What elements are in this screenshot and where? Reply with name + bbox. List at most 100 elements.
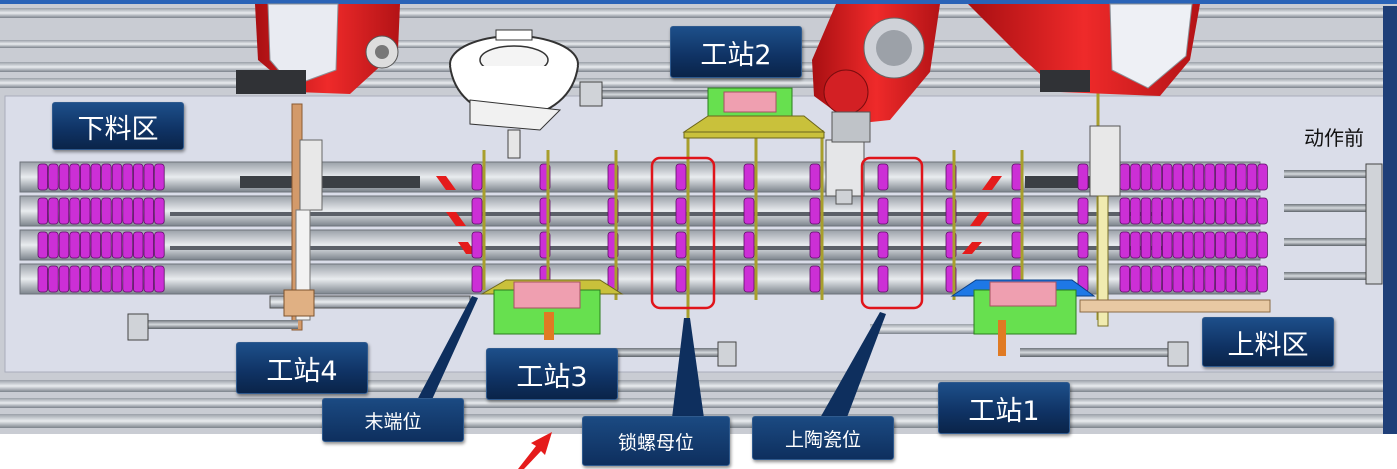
stacked-part xyxy=(1130,197,1141,225)
stacked-part xyxy=(1257,231,1268,259)
stacked-part xyxy=(132,163,144,191)
carrier-part xyxy=(877,163,889,191)
stacked-part xyxy=(48,265,59,293)
stacked-part xyxy=(1215,163,1226,191)
stacked-part xyxy=(37,265,49,293)
stacked-part xyxy=(154,163,165,191)
stacked-part xyxy=(1236,163,1247,191)
stacked-part xyxy=(90,197,102,225)
carrier-part xyxy=(877,265,889,293)
stacked-part xyxy=(37,163,49,191)
stacked-part xyxy=(132,265,144,293)
end-position-label: 末端位 xyxy=(322,398,464,442)
stacked-part xyxy=(1246,265,1258,293)
stacked-part xyxy=(1204,197,1215,225)
stacked-part xyxy=(1119,265,1131,293)
lock-nut-position-label: 锁螺母位 xyxy=(582,416,730,466)
station1-fixture xyxy=(950,279,1096,356)
stacked-part xyxy=(143,163,155,191)
stacked-part xyxy=(111,231,123,259)
carrier-part xyxy=(743,163,755,191)
robot-arm-icon xyxy=(812,4,940,143)
carrier-part xyxy=(471,265,483,293)
stacked-part xyxy=(1193,231,1205,259)
carrier-part xyxy=(743,265,755,293)
stacked-part xyxy=(1183,265,1194,293)
stacked-part xyxy=(1225,265,1237,293)
stacked-part xyxy=(1204,265,1215,293)
station2-fixture xyxy=(682,87,826,139)
carrier-part xyxy=(809,265,821,293)
stacked-part xyxy=(80,231,91,259)
stacked-part xyxy=(101,265,112,293)
carrier-part xyxy=(675,197,687,225)
stacked-part xyxy=(1204,163,1215,191)
stacked-part xyxy=(1236,197,1247,225)
carrier-part xyxy=(675,265,687,293)
stacked-part xyxy=(1225,163,1237,191)
stacked-part xyxy=(48,197,59,225)
stacked-part xyxy=(1183,163,1194,191)
stacked-part xyxy=(111,163,123,191)
stacked-part xyxy=(1193,265,1205,293)
stacked-part xyxy=(90,265,102,293)
carrier-part xyxy=(675,231,687,259)
load-zone-parts xyxy=(1119,163,1268,293)
stacked-part xyxy=(143,265,155,293)
red-arrow-icon xyxy=(518,432,552,469)
stacked-part xyxy=(101,197,112,225)
stacked-part xyxy=(1215,265,1226,293)
stacked-part xyxy=(122,163,133,191)
stacked-part xyxy=(69,265,80,293)
stacked-part xyxy=(1246,163,1258,191)
carrier-part xyxy=(471,197,483,225)
stacked-part xyxy=(1151,265,1162,293)
station1-mechanism xyxy=(1079,125,1271,327)
stacked-part xyxy=(154,231,165,259)
before-action-note: 动作前 xyxy=(1304,126,1364,150)
ceramic-position-label: 上陶瓷位 xyxy=(752,416,894,460)
red-markers xyxy=(436,176,1002,254)
stacked-part xyxy=(132,231,144,259)
stacked-part xyxy=(1183,197,1194,225)
callout-leaders xyxy=(416,296,886,420)
stacked-part xyxy=(1225,231,1237,259)
stacked-part xyxy=(1257,265,1268,293)
stacked-part xyxy=(1193,197,1205,225)
carrier-part xyxy=(1077,197,1089,225)
stacked-part xyxy=(69,231,80,259)
stacked-part xyxy=(1172,231,1184,259)
stacked-part xyxy=(1162,265,1173,293)
stacked-part xyxy=(1130,231,1141,259)
stacked-part xyxy=(1257,197,1268,225)
stacked-part xyxy=(1204,231,1215,259)
carrier-part xyxy=(1077,231,1089,259)
load-zone-label: 上料区 xyxy=(1202,317,1334,367)
stacked-part xyxy=(1236,231,1247,259)
stacked-part xyxy=(122,197,133,225)
stacked-part xyxy=(1215,231,1226,259)
stacked-part xyxy=(48,231,59,259)
stacked-part xyxy=(122,231,133,259)
stacked-part xyxy=(90,163,102,191)
stacked-part xyxy=(122,265,133,293)
stacked-part xyxy=(1140,163,1152,191)
carrier-part xyxy=(877,231,889,259)
stacked-part xyxy=(1225,197,1237,225)
robot-arm-icon xyxy=(968,3,1200,96)
stacked-part xyxy=(111,265,123,293)
stacked-part xyxy=(132,197,144,225)
carrier-part xyxy=(471,231,483,259)
stacked-part xyxy=(58,265,70,293)
carrier-part xyxy=(743,197,755,225)
carrier-part xyxy=(471,163,483,191)
stacked-part xyxy=(48,163,59,191)
stacked-part xyxy=(1183,231,1194,259)
ceramic-highlight-box xyxy=(860,156,924,310)
carrier-part xyxy=(675,163,687,191)
stacked-part xyxy=(1119,163,1131,191)
stacked-part xyxy=(1140,265,1152,293)
stacked-part xyxy=(37,231,49,259)
